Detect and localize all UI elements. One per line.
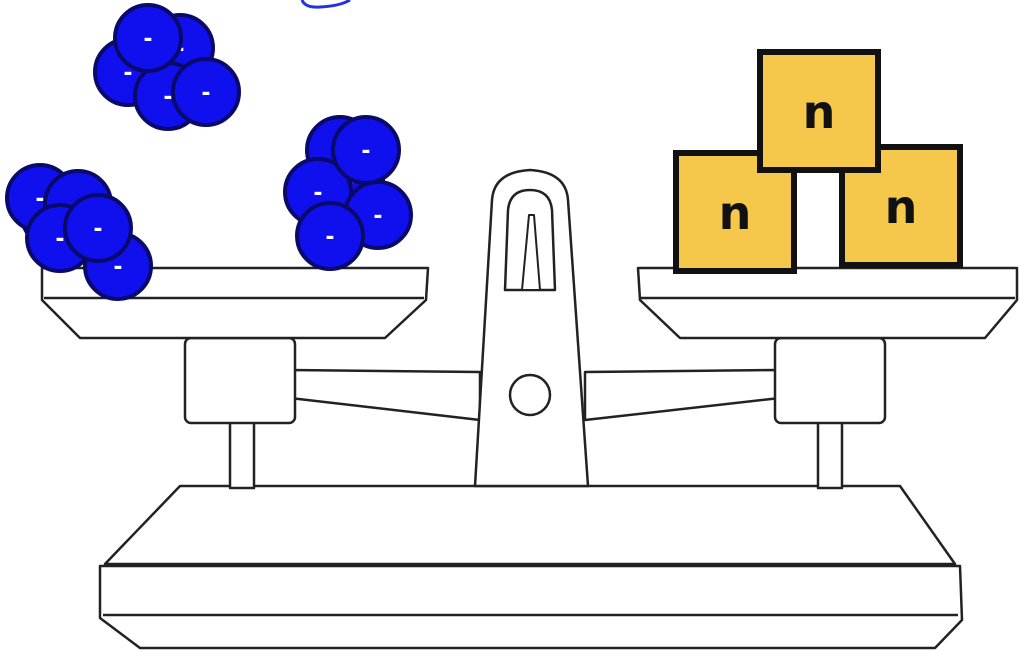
left-pan-electron-group: ------------ [5, 115, 413, 301]
electron-minus-label: - [123, 61, 132, 86]
neutron: n [673, 150, 797, 274]
blue-scribble-mark [300, 0, 351, 9]
electron: - [171, 57, 241, 127]
electron: - [295, 201, 365, 271]
neutron-n-label: n [885, 180, 918, 234]
electron-minus-label: - [93, 217, 102, 242]
electron-minus-label: - [35, 187, 44, 212]
neutron-n-label: n [803, 85, 836, 139]
electron-circle [113, 3, 183, 73]
left-hub [183, 336, 297, 425]
pointer-needle [521, 214, 541, 291]
electron-minus-label: - [325, 225, 334, 250]
electron-circle [331, 115, 401, 185]
electron-minus-label: - [163, 85, 172, 110]
electron-circle [171, 57, 241, 127]
electron-minus-label: - [201, 81, 210, 106]
electron-circle [63, 193, 133, 263]
electron-minus-label: - [373, 204, 382, 229]
electron: - [63, 193, 133, 263]
electron-minus-label: - [143, 27, 152, 52]
left-beam-arm [288, 368, 482, 422]
floating-electron-cluster: ----- [93, 3, 241, 131]
neutron: n [757, 49, 881, 173]
balance-scale [40, 168, 1019, 650]
center-pillar [473, 168, 590, 488]
electron: - [331, 115, 401, 185]
scale-base-lower [98, 564, 964, 650]
neutron-n-label: n [719, 186, 752, 240]
electron: - [113, 3, 183, 73]
right-post [816, 416, 844, 490]
right-pan [636, 266, 1019, 340]
neutron-block [673, 150, 797, 274]
pivot-knob [508, 373, 552, 417]
scale-base-upper [103, 484, 957, 566]
electron-circle [295, 201, 365, 271]
left-post [228, 416, 256, 490]
electron-minus-label: - [361, 139, 370, 164]
electron-minus-label: - [55, 227, 64, 252]
right-beam-arm [583, 368, 782, 422]
neutron-block [757, 49, 881, 173]
right-hub [773, 336, 887, 425]
electron-minus-label: - [313, 181, 322, 206]
electron-minus-label: - [113, 255, 122, 280]
